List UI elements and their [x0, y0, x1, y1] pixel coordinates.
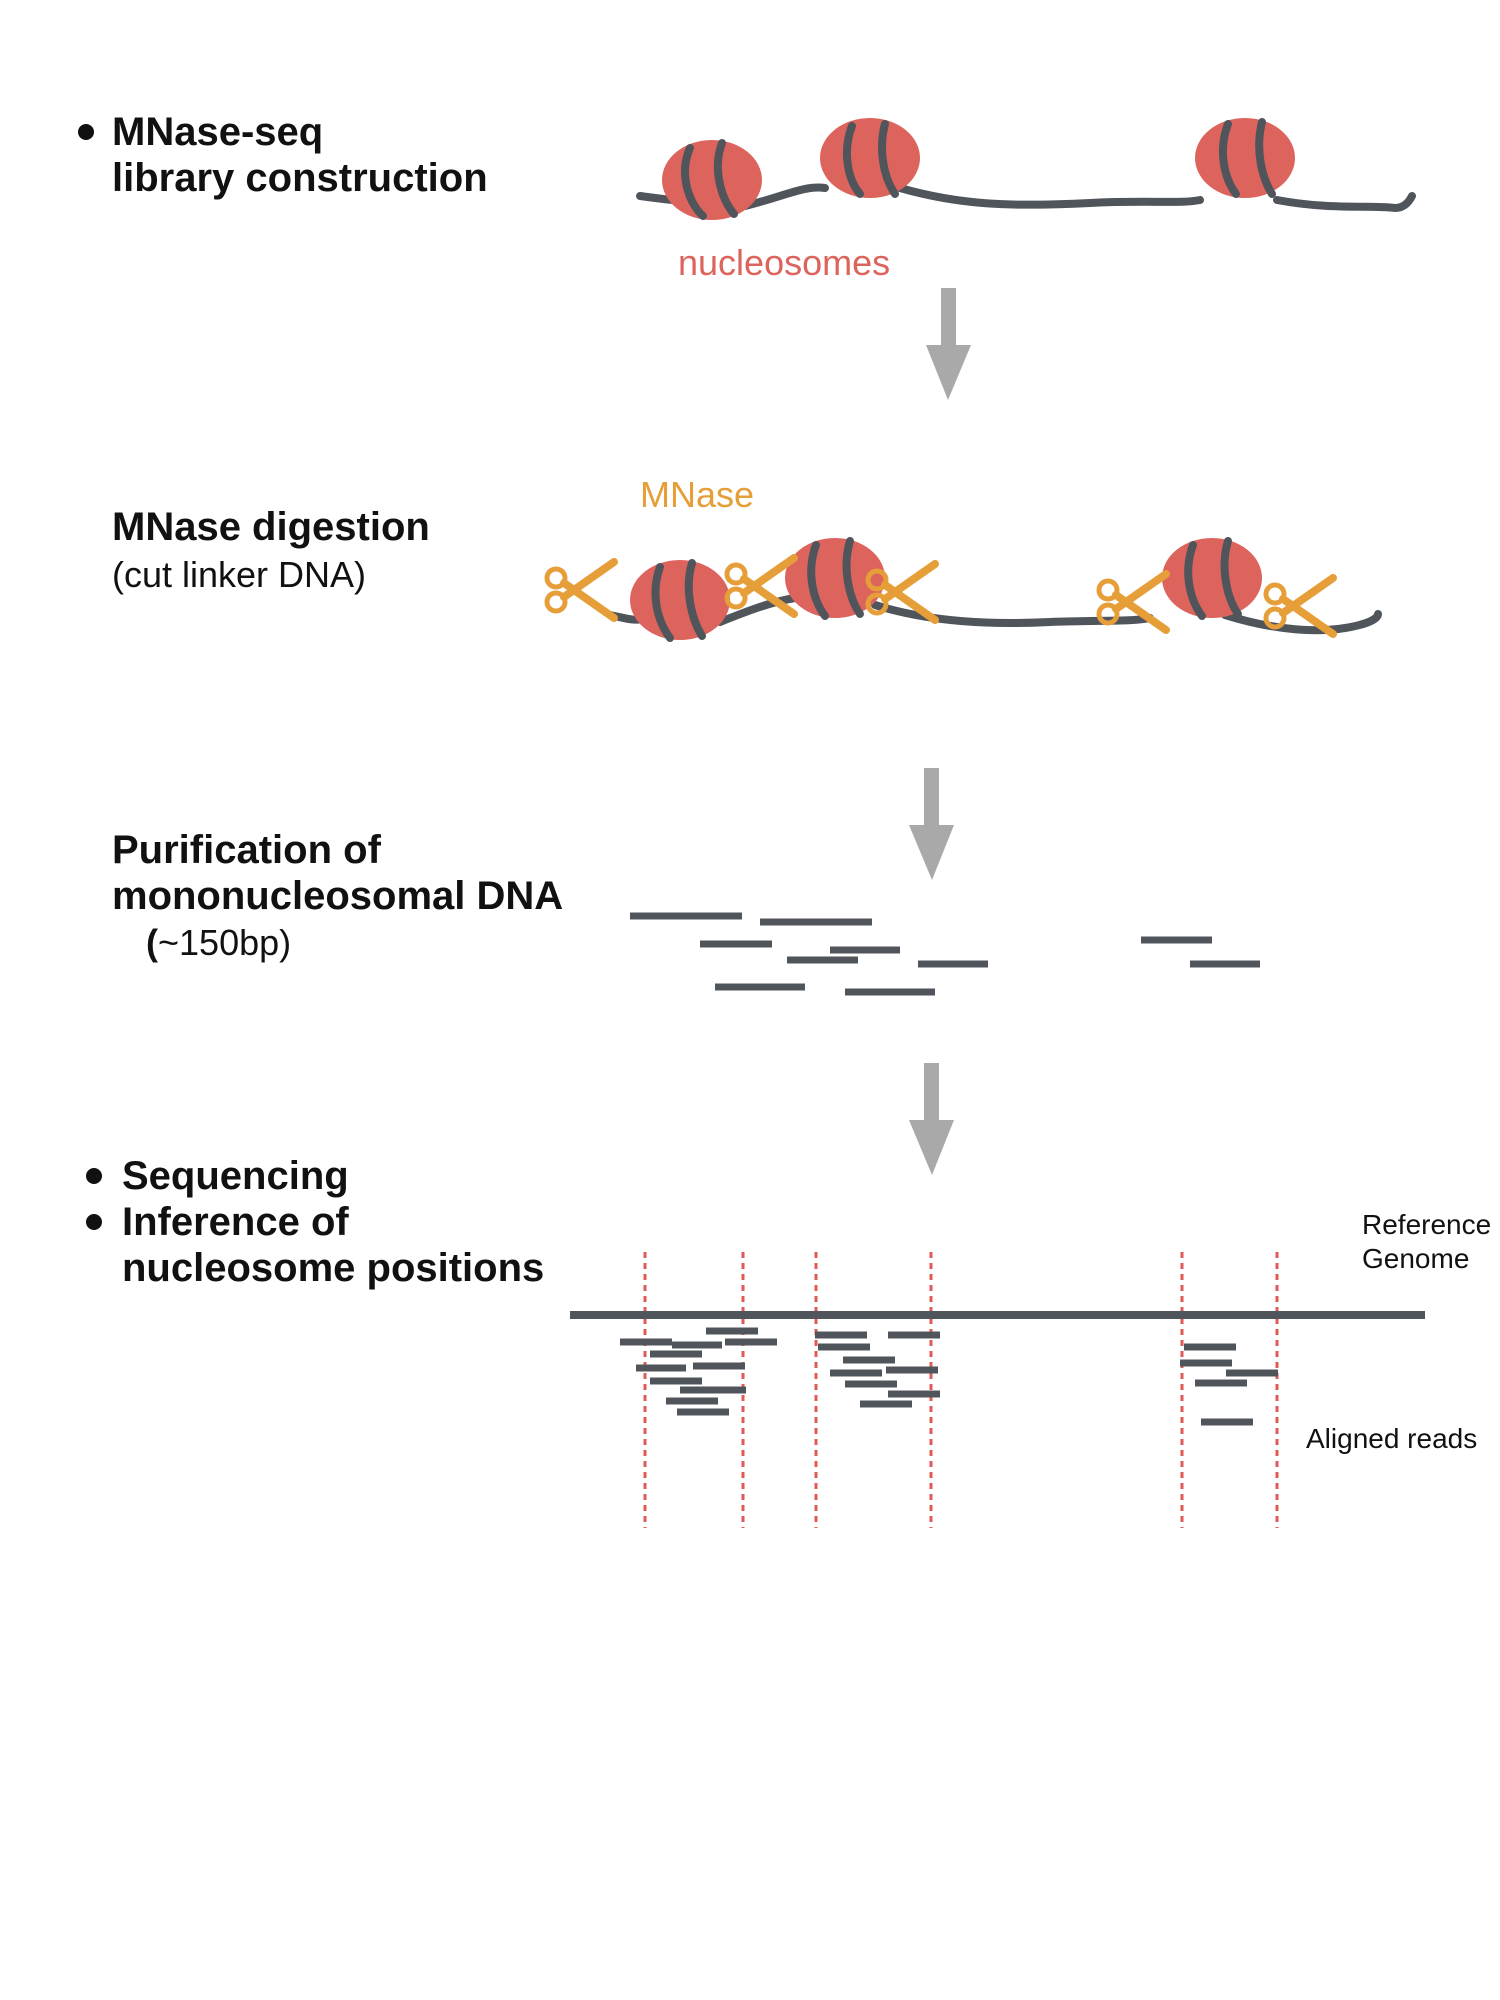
- down-arrow-icon: [909, 1063, 954, 1175]
- bullet-sequencing: [86, 1168, 102, 1184]
- nucleosome-icon: [662, 139, 762, 220]
- scissors-icon: [1266, 578, 1333, 634]
- purification-title-line2: mononucleosomal DNA: [112, 874, 564, 918]
- down-arrow-icon: [909, 768, 954, 880]
- scissors-icon: [547, 562, 614, 618]
- purification-title-line1: Purification of: [112, 828, 381, 872]
- nucleosome-icon: [1195, 118, 1295, 198]
- nucleosome-icon: [1162, 537, 1262, 620]
- reference-genome-label-line1: Reference: [1362, 1209, 1492, 1240]
- dna-fragments: [630, 912, 1260, 996]
- aligned-reads-label: Aligned reads: [1306, 1423, 1478, 1454]
- aligned-reads: [620, 1327, 1278, 1426]
- size-paren: (: [146, 922, 158, 963]
- mnase-label: MNase: [640, 474, 755, 515]
- sequencing-item: Sequencing: [122, 1154, 349, 1198]
- nucleosome-icon: [630, 559, 730, 642]
- reference-genome-label-line2: Genome: [1362, 1243, 1470, 1274]
- digestion-subtitle: (cut linker DNA): [112, 554, 367, 595]
- nucleosome-icon: [785, 537, 885, 620]
- nucleosome-icon: [820, 118, 920, 198]
- library-title-line2: library construction: [112, 156, 488, 200]
- bullet-library: [78, 124, 94, 140]
- inference-line1: Inference of: [122, 1200, 349, 1244]
- inference-line2: nucleosome positions: [122, 1246, 545, 1290]
- dna-strand-step2: [606, 594, 1382, 635]
- purification-size: (~150bp): [146, 920, 291, 965]
- library-title-line1: MNase-seq: [112, 110, 324, 154]
- down-arrow-icon: [926, 288, 971, 400]
- bullet-inference: [86, 1214, 102, 1230]
- digestion-title: MNase digestion: [112, 505, 430, 549]
- nucleosomes-label: nucleosomes: [678, 242, 891, 283]
- size-value: ~150bp): [158, 922, 292, 963]
